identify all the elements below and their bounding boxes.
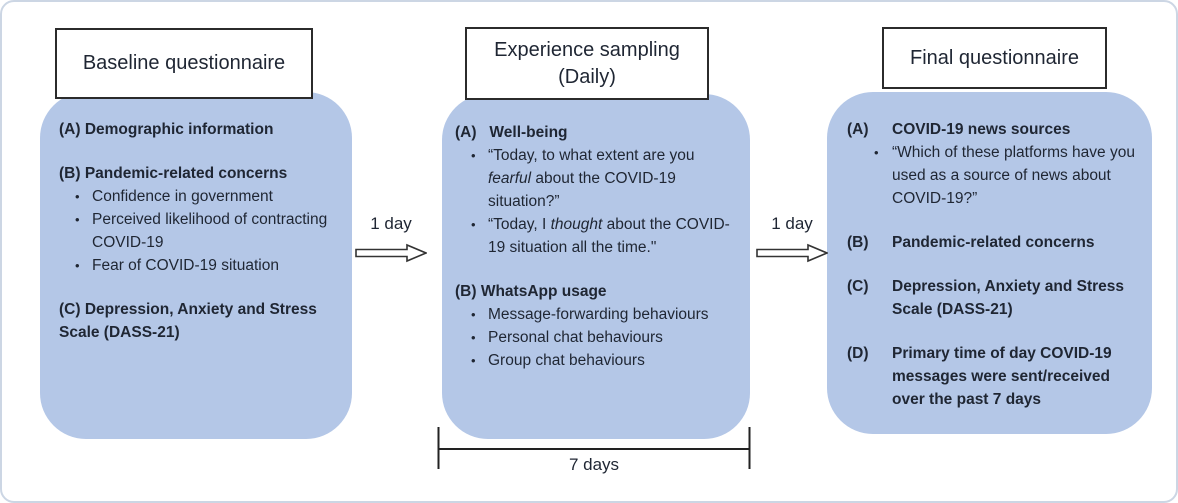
bullet-dot-icon: • xyxy=(75,189,80,204)
section-d: (D)Primary time of day COVID-19 messages… xyxy=(847,342,1139,411)
bullet-dot-icon: • xyxy=(471,353,476,368)
section-heading: (A) Demographic information xyxy=(59,121,274,138)
panel-experience-sampling xyxy=(442,94,750,439)
bullet-item: • “Today, to what extent are you fearful … xyxy=(471,144,739,213)
bullet-text: Group chat behaviours xyxy=(488,352,645,369)
bullet-dot-icon: • xyxy=(471,330,476,345)
bullet-text: “Today, I thought about the COVID-19 sit… xyxy=(488,216,730,256)
bullet-text: Perceived likelihood of contracting COVI… xyxy=(92,211,328,251)
bullet-text: Confidence in government xyxy=(92,188,273,205)
section-a: (A) Well-being • “Today, to what extent ar… xyxy=(455,121,739,259)
section-heading: (A)COVID-19 news sources xyxy=(847,121,1071,138)
section-heading: (B)Pandemic-related concerns xyxy=(847,234,1095,251)
bullet-text: Message-forwarding behaviours xyxy=(488,306,709,323)
bullet-dot-icon: • xyxy=(75,258,80,273)
bullet-item: • Confidence in government xyxy=(75,185,337,208)
section-b: (B) Pandemic-related concerns • Confidence… xyxy=(59,162,337,277)
arrow-1-label: 1 day xyxy=(370,214,412,233)
section-heading: (C)Depression, Anxiety and Stress Scale … xyxy=(847,278,1125,318)
panel-body-final: (A)COVID-19 news sources • “Which of these… xyxy=(847,118,1139,432)
panel-baseline-questionnaire xyxy=(40,92,352,439)
panel-title-final: Final questionnaire xyxy=(882,27,1107,89)
right-arrow-icon xyxy=(756,243,828,263)
bullet-text: Fear of COVID-19 situation xyxy=(92,257,279,274)
duration-bracket-label: 7 days xyxy=(568,455,620,474)
section-heading: (B) WhatsApp usage xyxy=(455,283,607,300)
bullet-dot-icon: • xyxy=(471,148,476,163)
section-c: (C)Depression, Anxiety and Stress Scale … xyxy=(847,275,1139,321)
section-heading: (B) Pandemic-related concerns xyxy=(59,165,288,182)
arrow-2-label: 1 day xyxy=(771,214,813,233)
bullet-dot-icon: • xyxy=(471,217,476,232)
bullet-text: “Which of these platforms have you used … xyxy=(892,144,1135,207)
panel-title-baseline: Baseline questionnaire xyxy=(55,28,313,99)
bullet-dot-icon: • xyxy=(75,212,80,227)
bullet-item: • Group chat behaviours xyxy=(471,349,739,372)
panel-final-questionnaire xyxy=(827,92,1152,434)
section-heading: (D)Primary time of day COVID-19 messages… xyxy=(847,345,1112,408)
section-heading: (C) Depression, Anxiety and Stress Scale… xyxy=(59,301,322,341)
right-arrow-icon xyxy=(355,243,427,263)
duration-bracket xyxy=(437,427,751,469)
panel-body-baseline: (A) Demographic information (B) Pandemic-… xyxy=(59,118,337,365)
bullet-item: • “Today, I thought about the COVID-19 si… xyxy=(471,213,739,259)
bullet-item: • Fear of COVID-19 situation xyxy=(75,254,337,277)
bullet-item: • “Which of these platforms have you used… xyxy=(874,141,1139,210)
bullet-item: • Message-forwarding behaviours xyxy=(471,303,739,326)
section-a: (A)COVID-19 news sources • “Which of these… xyxy=(847,118,1139,210)
section-b: (B)Pandemic-related concerns xyxy=(847,231,1139,254)
panel-title-experience-sampling: Experience sampling (Daily) xyxy=(465,27,709,100)
bullet-dot-icon: • xyxy=(471,307,476,322)
bullet-item: • Personal chat behaviours xyxy=(471,326,739,349)
bullet-dot-icon: • xyxy=(874,145,879,160)
bullet-text: Personal chat behaviours xyxy=(488,329,663,346)
section-heading: (A) Well-being xyxy=(455,124,568,141)
bullet-item: • Perceived likelihood of contracting COV… xyxy=(75,208,337,254)
section-b: (B) WhatsApp usage • Message-forwarding be… xyxy=(455,280,739,372)
bullet-text: “Today, to what extent are you fearful a… xyxy=(488,147,695,210)
section-c: (C) Depression, Anxiety and Stress Scale… xyxy=(59,298,337,344)
panel-body-experience-sampling: (A) Well-being • “Today, to what extent ar… xyxy=(455,121,739,393)
section-a: (A) Demographic information xyxy=(59,118,337,141)
